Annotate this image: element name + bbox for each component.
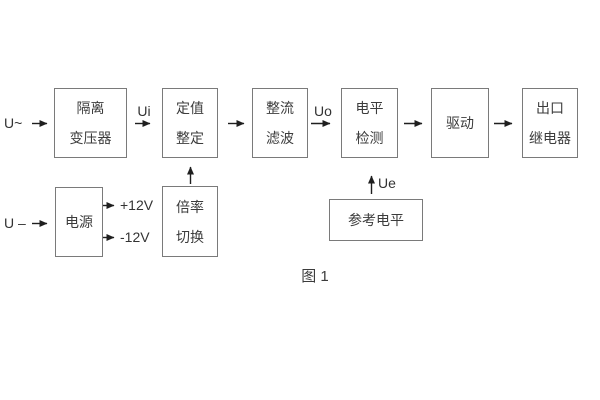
dc-input-label: U –: [4, 215, 26, 231]
block-label-line: 整流: [266, 100, 294, 116]
minus12v-label: -12V: [120, 229, 150, 245]
block-isolation-transformer: 隔离 变压器: [54, 88, 127, 158]
block-power-supply: 电源: [55, 187, 103, 257]
ue-signal-label: Ue: [378, 175, 396, 191]
block-label-line: 滤波: [266, 130, 294, 146]
block-drive: 驱动: [431, 88, 489, 158]
block-label-line: 整定: [176, 130, 204, 146]
block-label-line: 定值: [176, 100, 204, 116]
block-label-line: 参考电平: [348, 212, 404, 228]
ui-signal-label: Ui: [137, 103, 151, 119]
block-label-line: 出口: [536, 100, 564, 116]
block-label-line: 电平: [355, 100, 384, 116]
uo-signal-label: Uo: [314, 103, 332, 119]
block-label-line: 继电器: [529, 130, 571, 146]
block-label-line: 变压器: [69, 130, 112, 146]
block-label-line: 倍率: [176, 198, 204, 215]
ac-input-label: U~: [4, 115, 23, 131]
block-label-line: 电源: [65, 214, 93, 230]
block-reference-level: 参考电平: [329, 199, 423, 241]
block-rectify-filter: 整流 滤波: [252, 88, 308, 158]
block-label-line: 驱动: [446, 115, 474, 131]
block-value-setting: 定值 整定: [162, 88, 218, 158]
block-label-line: 切换: [176, 228, 204, 245]
block-label-line: 检测: [355, 130, 384, 146]
block-ratio-switch: 倍率 切换: [162, 186, 218, 257]
figure-caption: 图 1: [301, 268, 329, 285]
block-level-detect: 电平 检测: [341, 88, 398, 158]
block-output-relay: 出口 继电器: [522, 88, 578, 158]
block-label-line: 隔离: [76, 100, 105, 116]
plus12v-label: +12V: [120, 197, 154, 213]
